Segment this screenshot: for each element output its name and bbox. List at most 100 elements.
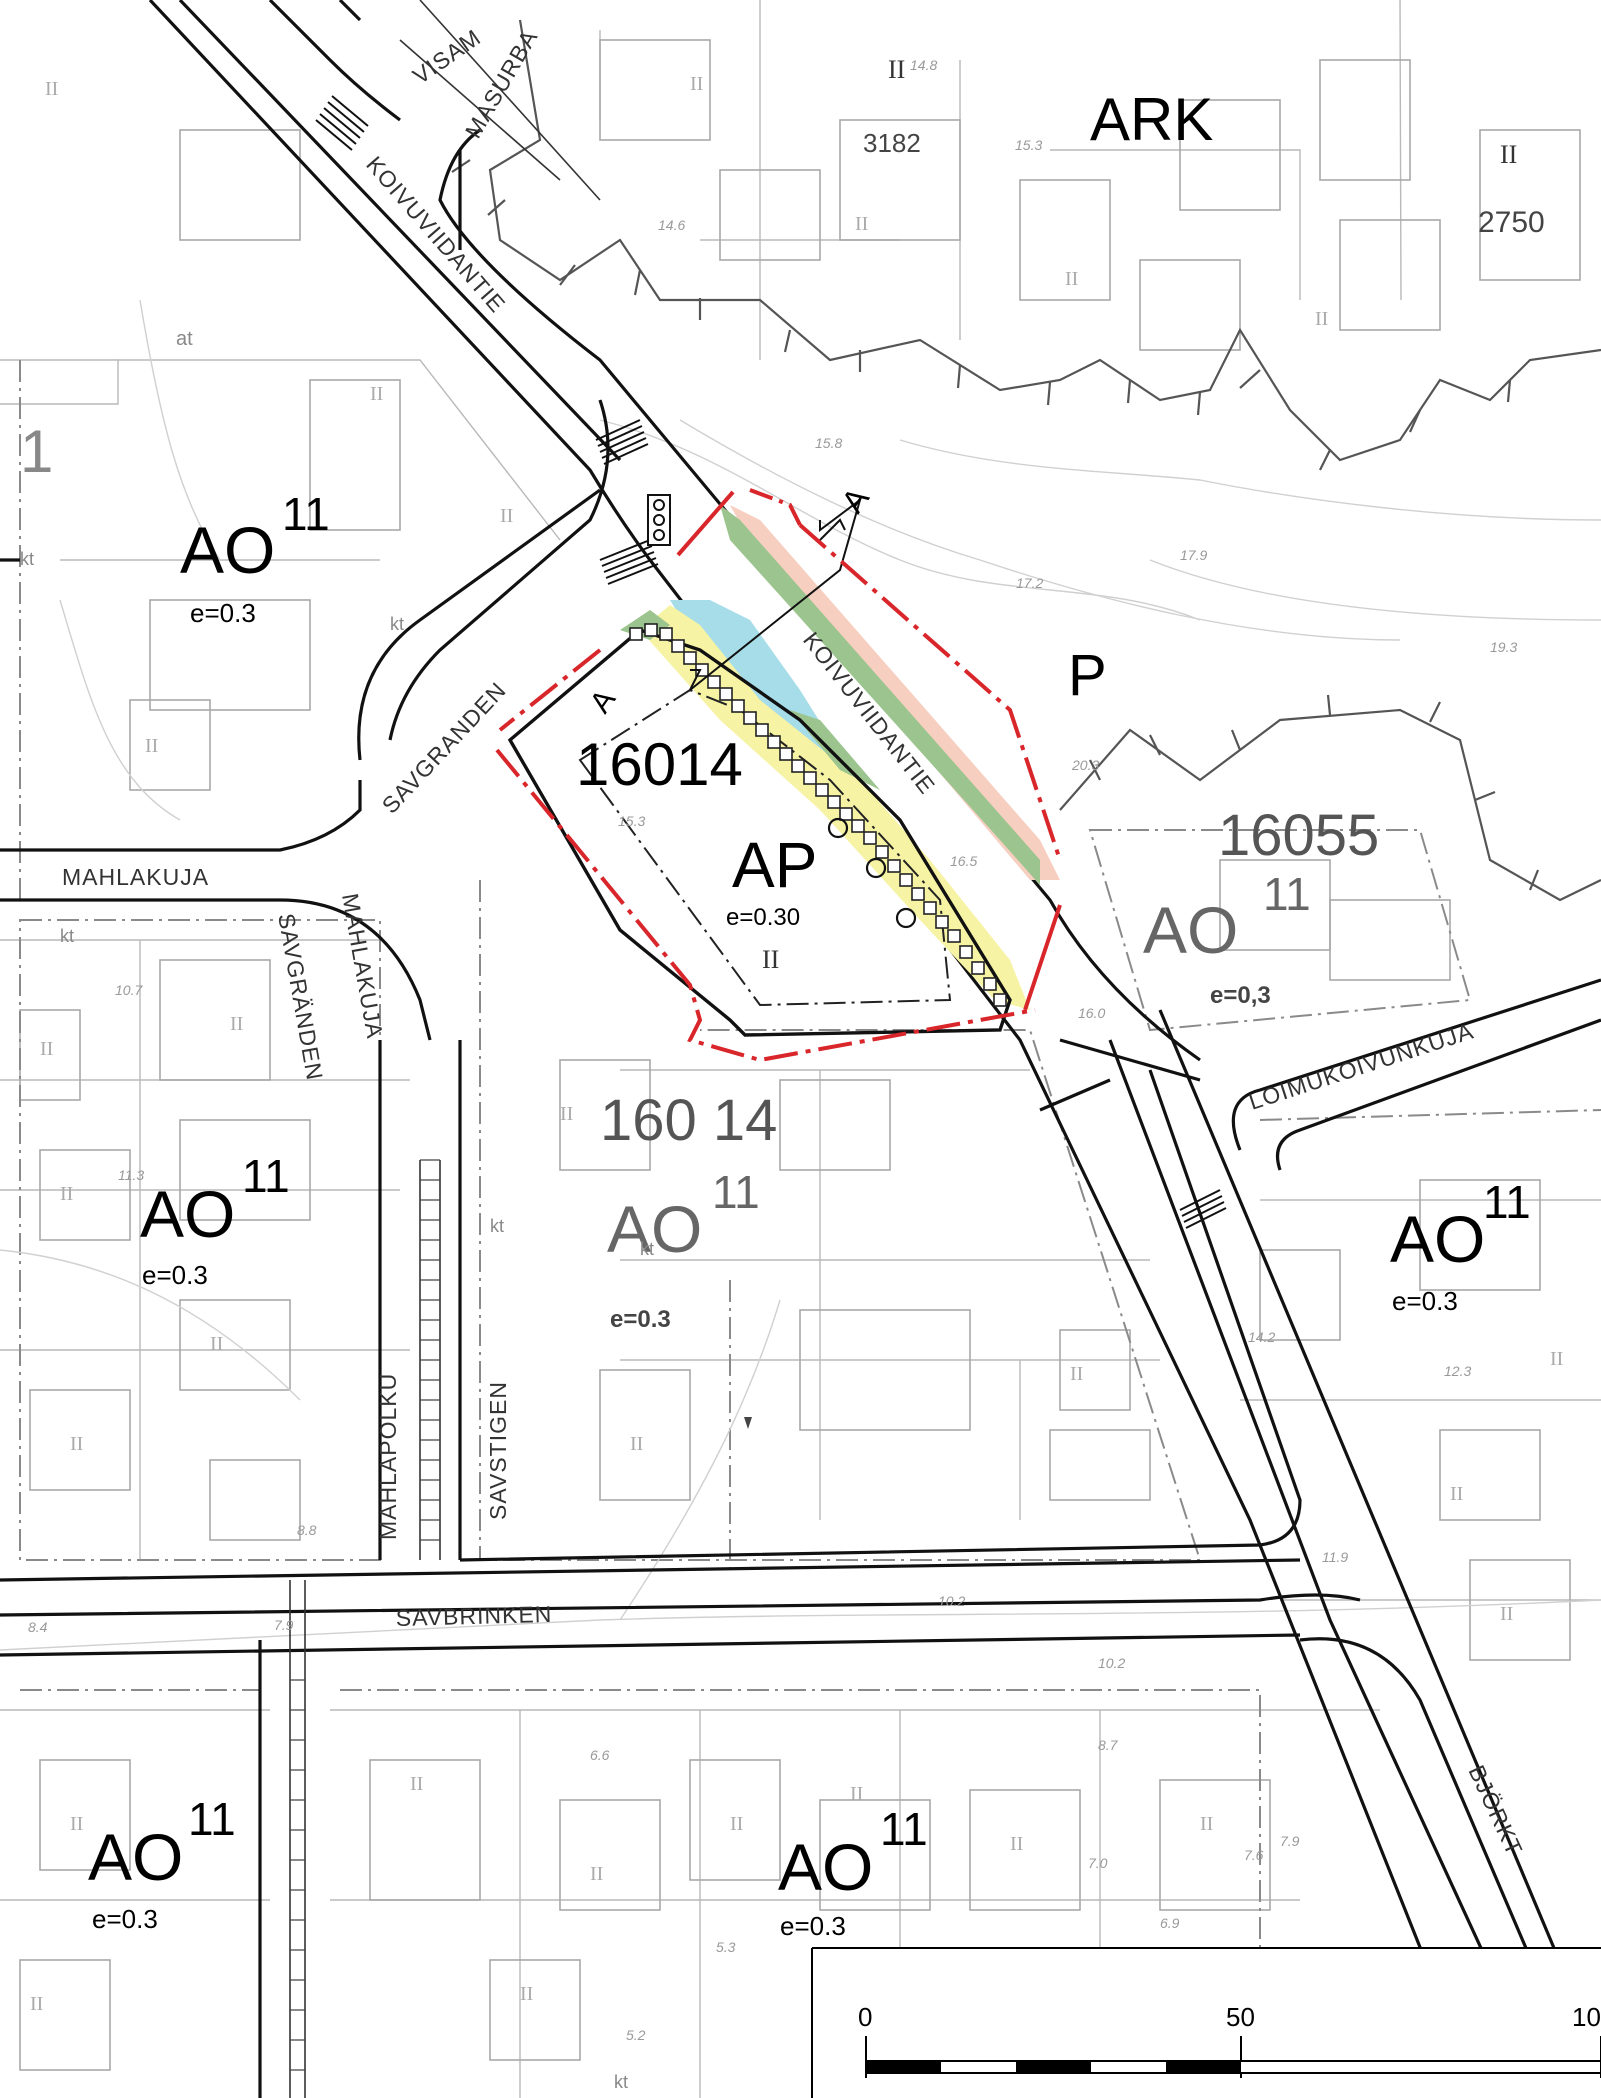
elevation: 15.8 <box>815 435 842 451</box>
zone-ao-mid-left: AO 11 e=0.3 <box>140 1150 290 1290</box>
floor-markers: II II II II II II II II II II II II II I… <box>30 73 1563 2015</box>
elevation: 17.2 <box>1016 575 1043 591</box>
zone-ao-top-left: AO 11 e=0.3 <box>180 488 330 628</box>
road-inner-lines <box>289 0 601 2098</box>
arrow-down-icon <box>744 1417 752 1429</box>
zone-label-p: P <box>1068 643 1107 708</box>
elevation: 16.5 <box>950 853 977 869</box>
street-mahlakuja-vertical: MAHLAKUJA <box>337 891 388 1040</box>
section-line <box>689 497 862 691</box>
scale-label-100: 10 <box>1572 2002 1601 2032</box>
street-koivuviidantie-north: KOIVUVIIDANTIE <box>361 151 511 318</box>
floor-marker: II <box>60 1183 73 1205</box>
floor-marker: II <box>1070 1363 1083 1385</box>
elevation: 6.6 <box>590 1747 610 1763</box>
street-loimukoivunkuja: LOIMUKOIVUNKUJA <box>1246 1017 1477 1114</box>
zone-label-ark: ARK <box>1090 86 1213 153</box>
label-kt: kt <box>60 926 74 946</box>
floor-marker: II <box>70 1813 83 1835</box>
tree-symbols <box>827 817 917 929</box>
floor-marker: II <box>370 383 383 405</box>
elevation-labels: 14.8 15.3 14.6 15.8 17.9 17.2 19.3 20.3 … <box>28 57 1517 2043</box>
zone-label-ao-top-left: AO <box>180 513 275 587</box>
elevation: 14.2 <box>1248 1329 1275 1345</box>
block-number-16014-ap: 16014 <box>576 731 743 798</box>
floor-marker: II <box>45 78 58 100</box>
zone-sup-ao-bottom-left: 11 <box>188 1793 236 1845</box>
elevation: 19.3 <box>1490 639 1517 655</box>
elevation: 8.8 <box>297 1522 317 1538</box>
noise-wall <box>629 623 1007 1007</box>
path-hatching <box>290 1159 440 2071</box>
elevation: 16.0 <box>1078 1005 1105 1021</box>
elevation: 11.3 <box>118 1167 144 1183</box>
floor-marker: II <box>1065 268 1078 290</box>
block-number-16055: 16055 <box>1218 803 1379 868</box>
block-number-3182: 3182 <box>863 128 921 158</box>
elevation: 14.8 <box>910 57 937 73</box>
zone-sup-ao-top-left: 11 <box>282 488 330 540</box>
zone-label-ap: AP <box>732 829 817 901</box>
elevation: 20.3 <box>1071 757 1099 773</box>
building-area <box>578 688 952 1007</box>
zone-eff-ao-16014: e=0.3 <box>610 1306 671 1333</box>
floor-marker: II <box>40 1038 53 1060</box>
ap-efficiency: e=0.30 <box>726 904 800 931</box>
zone-eff-ao-16055: e=0,3 <box>1210 982 1271 1009</box>
scale-label-50: 50 <box>1226 2002 1255 2032</box>
elevation: 8.7 <box>1098 1737 1119 1753</box>
ark-floor-left: II <box>888 55 905 84</box>
elevation: 7.6 <box>1244 1847 1264 1863</box>
green-mid-area <box>790 710 880 790</box>
floor-marker: II <box>230 1013 243 1035</box>
floor-marker: II <box>560 1103 573 1125</box>
scale-bar: 0 50 10 <box>811 1947 1601 2098</box>
zone-label-ao-bottom-mid: AO <box>778 1830 873 1904</box>
elevation: 15.3 <box>618 813 645 829</box>
floor-marker: II <box>730 1813 743 1835</box>
label-kt: kt <box>20 549 34 569</box>
zone-label-ao-16014: AO <box>607 1192 702 1266</box>
section-label-a-inner: A <box>584 684 623 719</box>
scale-label-0: 0 <box>858 2002 872 2032</box>
zone-sup-ao-16055: 11 <box>1263 868 1311 920</box>
road-strip-area <box>730 505 1060 880</box>
small-labels: at kt kt kt kt kt kt <box>20 328 654 2092</box>
zone-label-ao-right: AO <box>1390 1202 1485 1276</box>
floor-marker: II <box>1315 308 1328 330</box>
floor-marker: II <box>1200 1813 1213 1835</box>
floor-marker: II <box>690 73 703 95</box>
street-bjorkt: BJÖRKT <box>1463 1761 1527 1860</box>
contour-lines <box>0 299 1601 1651</box>
zone-eff-ao-right: e=0.3 <box>1392 1286 1458 1316</box>
zone-eff-ao-top-left: e=0.3 <box>190 598 256 628</box>
zone-ao-bottom-mid: AO 11 e=0.3 <box>778 1803 928 1941</box>
floor-marker: II <box>30 1993 43 2015</box>
block-number-16014-ao: 160 14 <box>600 1088 777 1153</box>
elevation: 11.9 <box>1322 1549 1348 1565</box>
section-label-a-top: A <box>834 480 876 519</box>
floor-marker: II <box>70 1433 83 1455</box>
floor-marker: II <box>520 1983 533 2005</box>
floor-marker: II <box>850 1783 863 1805</box>
zone-eff-ao-bottom-mid: e=0.3 <box>780 1911 846 1941</box>
zone-ao-16014: AO 11 e=0.3 <box>607 1166 760 1333</box>
street-mahlapolku: MAHLAPOLKU <box>375 1373 401 1540</box>
street-names: KOIVUVIIDANTIE KOIVUVIIDANTIE SAVGRANDEN… <box>62 24 1528 1860</box>
zone-fragment-one: 1 <box>20 418 53 485</box>
street-savgranden: SAVGRANDEN <box>377 677 511 819</box>
floor-marker: II <box>855 213 868 235</box>
elevation: 10.7 <box>115 982 143 998</box>
zone-label-ao-16055: AO <box>1143 893 1238 967</box>
floor-marker: II <box>145 735 158 757</box>
zone-ao-bottom-left: AO 11 e=0.3 <box>88 1793 236 1934</box>
section-label-top: A <box>834 480 876 519</box>
street-savgranden-vertical: SAVGRÄNDEN <box>273 911 328 1082</box>
elevation: 12.3 <box>1444 1363 1471 1379</box>
crosswalks <box>315 95 1227 1229</box>
elevation: 7.9 <box>1280 1833 1300 1849</box>
floor-marker: II <box>410 1773 423 1795</box>
